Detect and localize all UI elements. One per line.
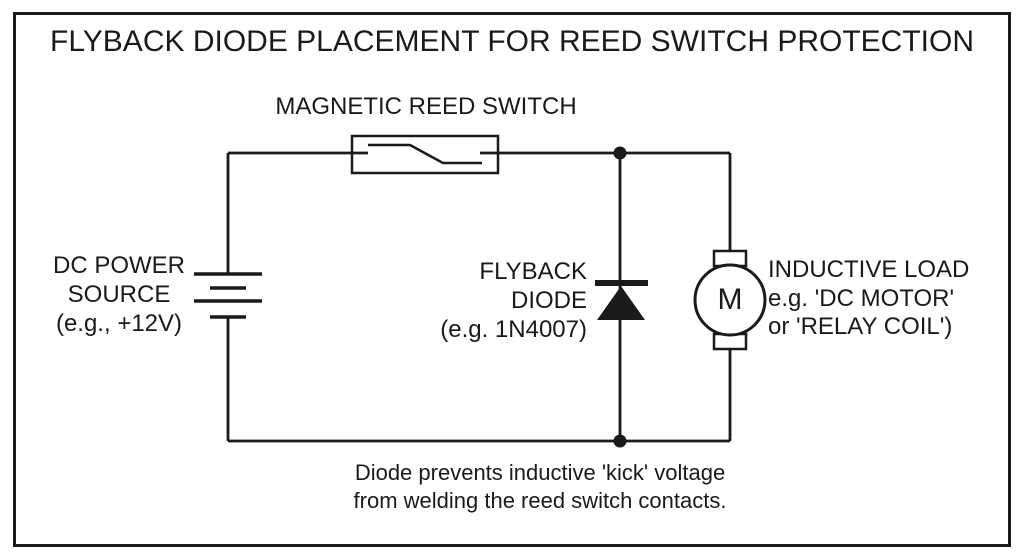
flyback-diode-label-line3: (e.g. 1N4007) [440, 316, 587, 343]
motor-body [693, 263, 767, 337]
reed-switch-symbol [350, 134, 500, 175]
power-source-label-line1: DC POWER [53, 252, 185, 279]
power-source-label-line2: SOURCE [67, 281, 171, 308]
battery-symbol [194, 272, 262, 319]
inductive-load-label: INDUCTIVE LOAD e.g. 'DC MOTOR' or 'RELAY… [768, 256, 1008, 342]
inductive-load-label-line3: or 'RELAY COIL') [768, 313, 953, 340]
caption-line2: from welding the reed switch contacts. [353, 488, 727, 513]
junction-dot-bottom [613, 434, 627, 448]
flyback-diode-label-line1: FLYBACK [479, 258, 587, 285]
inductive-load-label-line2: e.g. 'DC MOTOR' [768, 284, 955, 312]
diode-triangle [597, 286, 645, 320]
caption-text: Diode prevents inductive 'kick' voltage … [240, 459, 840, 515]
diagram-title: FLYBACK DIODE PLACEMENT FOR REED SWITCH … [50, 25, 974, 58]
diode-cathode-bar [595, 280, 648, 286]
reed-switch-label: MAGNETIC REED SWITCH [275, 93, 577, 120]
motor-symbol [693, 249, 767, 351]
flyback-diode-label: FLYBACK DIODE (e.g. 1N4007) [380, 257, 587, 344]
power-source-label-line3: (e.g., +12V) [55, 310, 183, 337]
junction-dot-top [613, 146, 627, 160]
diagram-border [13, 12, 1011, 547]
flyback-diode-label-line2: DIODE [510, 287, 587, 314]
diode-symbol [595, 280, 648, 320]
caption-line1: Diode prevents inductive 'kick' voltage [354, 460, 726, 485]
reed-switch-envelope [350, 134, 500, 175]
inductive-load-label-line1: INDUCTIVE LOAD [768, 256, 970, 283]
motor-letter: M [717, 283, 743, 316]
power-source-label: DC POWER SOURCE (e.g., +12V) [35, 251, 203, 338]
reed-switch-contacts [368, 143, 482, 165]
